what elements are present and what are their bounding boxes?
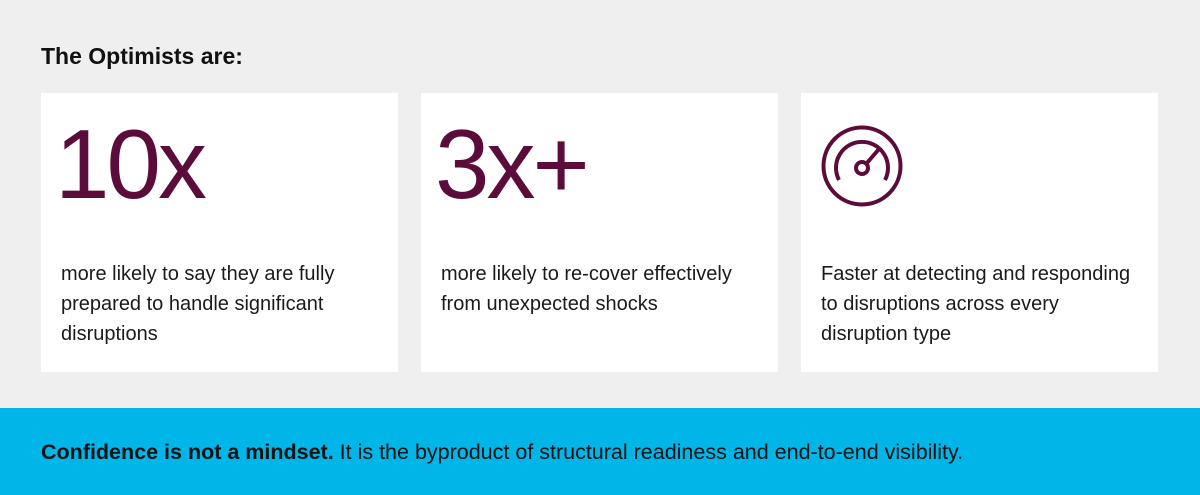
stat-description: more likely to re-cover effectively from… — [441, 263, 732, 315]
stat-card-3x: 3x+ more likely to re-cover effectively … — [421, 93, 778, 372]
stat-cards: 10x more likely to say they are fully pr… — [41, 93, 1158, 372]
takeaway-banner: Confidence is not a mindset. It is the b… — [0, 408, 1200, 495]
stat-card-10x: 10x more likely to say they are fully pr… — [41, 93, 398, 372]
banner-body-text: It is the byproduct of structural readin… — [333, 440, 964, 464]
stat-description: more likely to say they are fully prepar… — [61, 263, 335, 345]
stat-value: 10x — [55, 109, 207, 219]
stat-value: 3x+ — [435, 109, 590, 219]
stat-description: Faster at detecting and responding to di… — [821, 263, 1131, 345]
stat-card-faster: Faster at detecting and responding to di… — [801, 93, 1158, 372]
banner-bold-text: Confidence is not a mindset. — [41, 440, 334, 464]
page-title: The Optimists are: — [41, 43, 243, 69]
banner-text: Confidence is not a mindset. It is the b… — [41, 437, 963, 467]
speedometer-icon — [821, 125, 903, 207]
